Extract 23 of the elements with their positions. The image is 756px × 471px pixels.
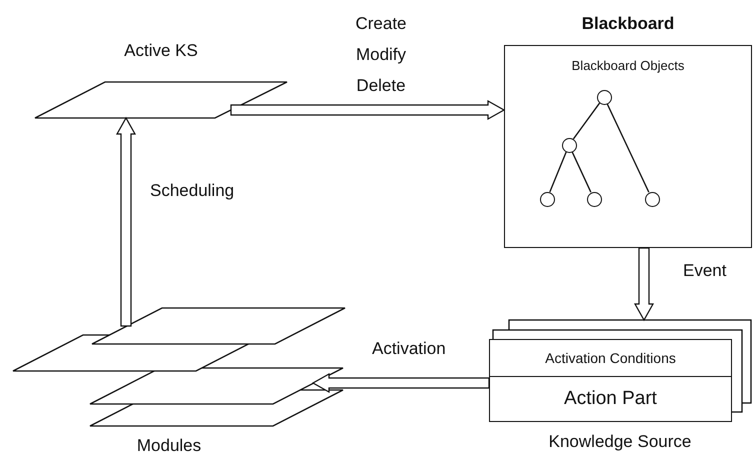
compartment-label: Action Part — [564, 388, 657, 410]
block-arrow — [312, 372, 490, 394]
heading: Blackboard — [582, 15, 674, 34]
tree-node-circle — [586, 192, 602, 206]
tree-link — [572, 152, 592, 192]
tree-link — [606, 104, 650, 192]
compartment-label: Activation Conditions — [545, 350, 676, 366]
compartment — [489, 339, 732, 377]
edge-label: Scheduling — [150, 182, 234, 201]
compartment — [489, 376, 732, 422]
tree-node-circle — [562, 138, 576, 152]
tree-link — [572, 102, 600, 140]
tree-node-circle — [644, 192, 660, 206]
block-arrow — [116, 116, 136, 327]
tree-node-circle — [540, 192, 554, 206]
node-label: Knowledge Source — [548, 433, 692, 452]
tree-node-circle — [596, 90, 612, 104]
block-arrow — [230, 100, 506, 120]
panel-title: Blackboard Objects — [572, 59, 684, 74]
block-arrow — [634, 247, 654, 322]
node-label: Modules — [136, 437, 202, 456]
tree-link — [549, 152, 567, 192]
node-label: Active KS — [124, 42, 198, 61]
